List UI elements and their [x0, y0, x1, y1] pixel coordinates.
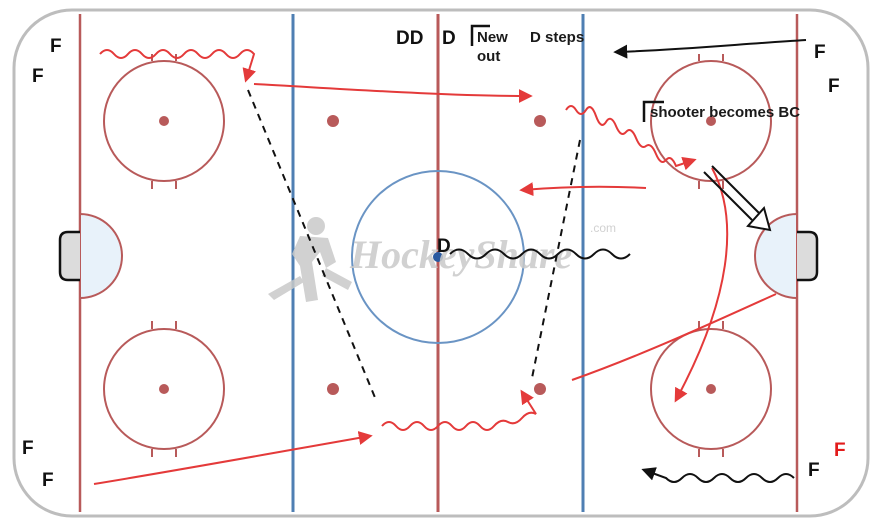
- skate-path-top-left-wavy: [99, 49, 256, 83]
- net-left: [58, 230, 80, 282]
- skater-logo-icon: [268, 217, 352, 302]
- faceoff-circle-top-right: [650, 54, 772, 189]
- faceoff-circle-top-left: [103, 54, 225, 189]
- faceoff-circle-bottom-right: [650, 321, 772, 457]
- skate-path-center-wavy: [449, 248, 631, 260]
- center-circle: [351, 170, 525, 344]
- player-f-bottom-left-1: F: [22, 438, 34, 459]
- annotation-shooter-becomes-bc: shooter becomes BC: [650, 104, 800, 121]
- shooter-bracket: [642, 100, 664, 122]
- neutral-dot-bottom-left: [327, 383, 339, 395]
- shot-arrow: [703, 165, 772, 232]
- player-d-top: D: [442, 28, 456, 49]
- watermark-brand: HockeyShare: [349, 232, 572, 277]
- player-f-top-left-2: F: [32, 66, 44, 87]
- skate-path-regroup-back: [519, 182, 647, 197]
- rink-boards: [12, 8, 870, 518]
- skate-path-top-right-wavy: [565, 105, 697, 171]
- player-dd: DD: [396, 28, 423, 49]
- new-out-bracket: [470, 24, 490, 46]
- skate-path-bottom-wavy: [381, 389, 537, 431]
- net-right: [797, 230, 819, 282]
- crease-left: [79, 212, 123, 300]
- player-f-top-left-1: F: [50, 36, 62, 57]
- player-f-bottom-left-2: F: [42, 470, 54, 491]
- watermark: HockeyShare .com: [268, 217, 616, 302]
- pass-line-right: [531, 139, 581, 379]
- skate-path-top-across: [253, 83, 533, 103]
- watermark-suffix: .com: [590, 221, 616, 235]
- neutral-dot-top-left: [327, 115, 339, 127]
- annotation-new: New: [477, 29, 508, 46]
- skate-path-bottom-long: [93, 431, 373, 485]
- faceoff-circle-bottom-left: [103, 321, 225, 457]
- player-d-center: D: [437, 236, 451, 257]
- annotation-d-steps: D steps: [530, 29, 584, 46]
- neutral-dot-bottom-right: [534, 383, 546, 395]
- player-f-bottom-right-red: F: [834, 440, 846, 461]
- player-f-top-right-1: F: [814, 42, 826, 63]
- skate-path-bottom-right-wavy: [641, 467, 795, 483]
- skate-path-bottom-right-pass: [571, 293, 777, 381]
- annotation-out: out: [477, 48, 500, 65]
- neutral-dot-top-right: [534, 115, 546, 127]
- player-f-top-right-2: F: [828, 76, 840, 97]
- skate-path-d-steps-arrow: [613, 39, 807, 59]
- crease-right: [754, 212, 798, 300]
- center-faceoff-dot: [433, 252, 443, 262]
- player-f-bottom-right: F: [808, 460, 820, 481]
- pass-line-left: [247, 89, 377, 401]
